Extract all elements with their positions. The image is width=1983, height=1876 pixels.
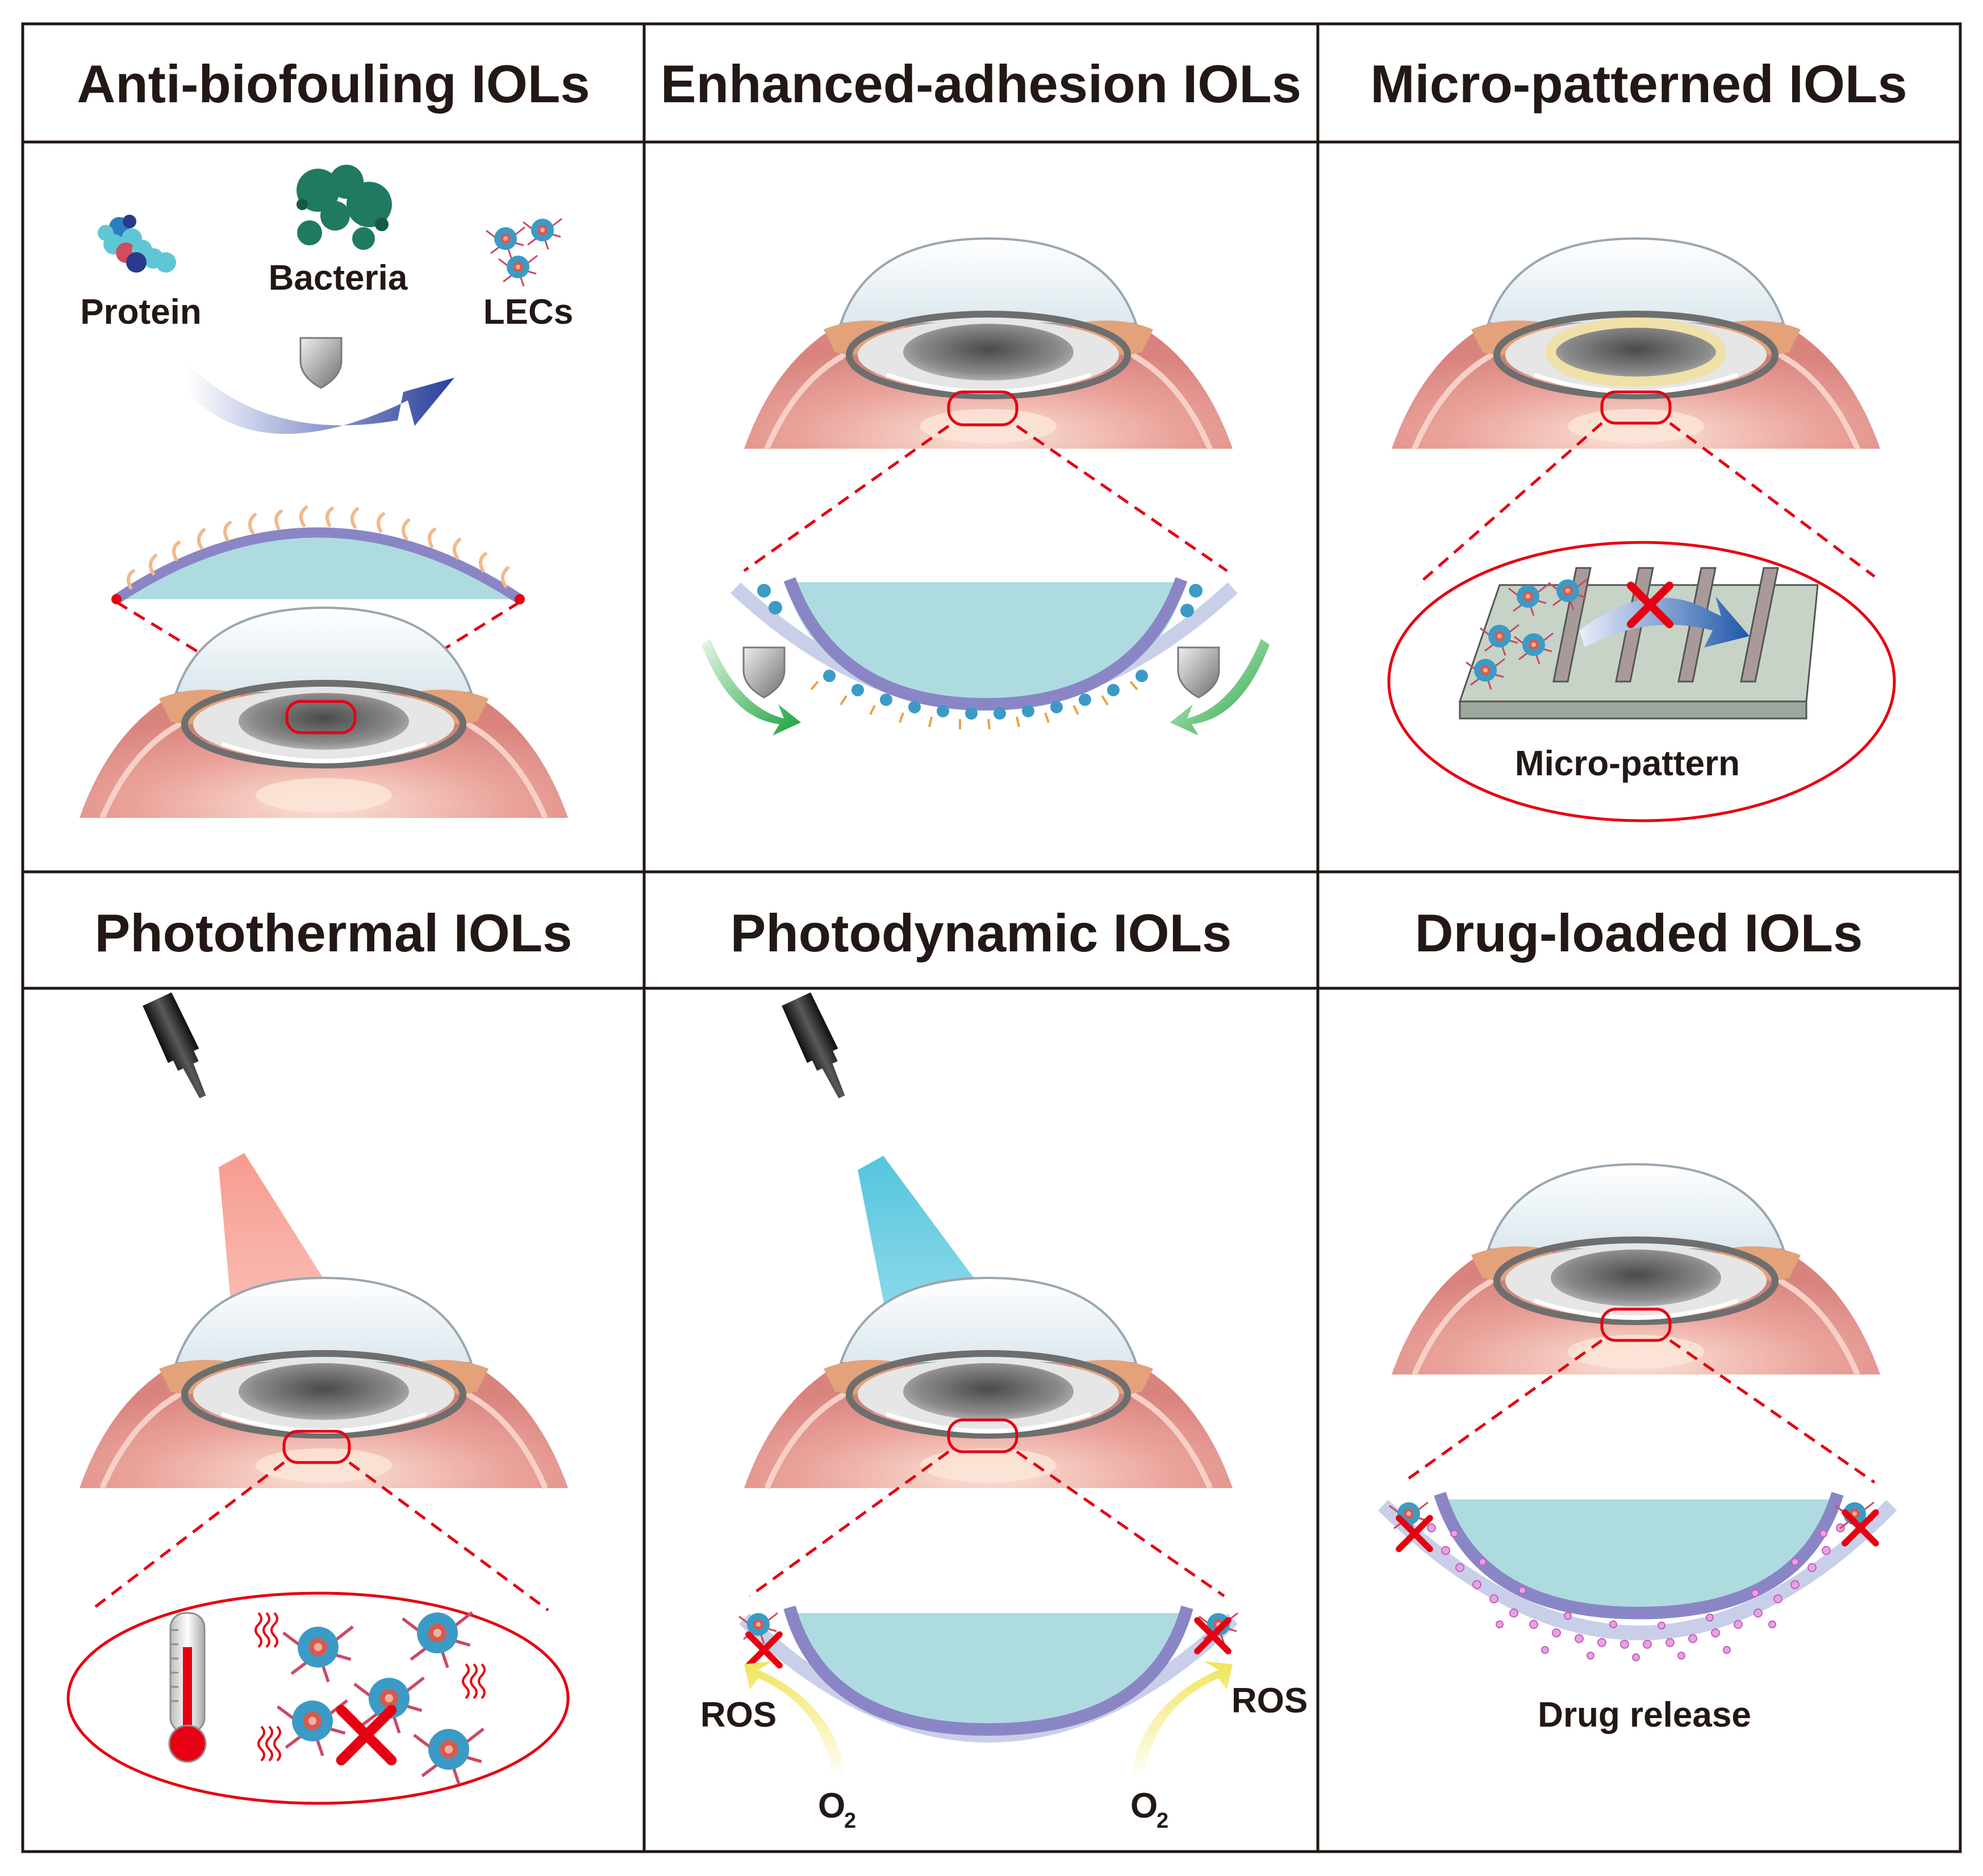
eye-cross-section-icon: [1392, 239, 1880, 449]
ros-label-right: ROS: [1231, 1681, 1308, 1720]
panel-anti-biofouling: Protein Bacteria LECs: [80, 165, 573, 818]
zoom-region-marker: [1600, 1307, 1672, 1342]
micro-pattern-label: Micro-pattern: [1515, 744, 1740, 783]
zoom-line-left: [743, 424, 950, 573]
eye-cross-section-icon: [1392, 1164, 1880, 1374]
ros-arrow-right: [1130, 1661, 1233, 1778]
laser-probe-icon: [780, 992, 858, 1104]
laser-probe-icon: [141, 992, 219, 1104]
drug-release-label: Drug release: [1538, 1695, 1751, 1735]
zoom-ellipse: [1387, 541, 1896, 822]
lec-cell-icon: [278, 1612, 483, 1784]
bacteria-icon: [297, 165, 392, 250]
o2-label-left: O 2: [818, 1786, 856, 1833]
coated-lens: [111, 505, 525, 604]
bacteria-label: Bacteria: [269, 258, 408, 298]
zoom-region-marker: [1600, 390, 1672, 425]
protein-icon: [98, 215, 176, 273]
zoom-line-right: [1669, 1339, 1876, 1484]
svg-text:O: O: [818, 1786, 845, 1825]
svg-text:O: O: [1130, 1786, 1158, 1825]
panel-photothermal: [66, 992, 570, 1805]
ros-arrow-left: [744, 1661, 846, 1778]
panel-title-anti-biofouling: Anti-biofouling IOLs: [77, 54, 590, 114]
heat-wave-icon: [257, 1725, 281, 1762]
repel-arrow: [187, 363, 454, 434]
protein-label: Protein: [80, 293, 202, 332]
eye-cross-section-icon: [744, 239, 1233, 449]
panel-enhanced-adhesion: [702, 239, 1270, 736]
panel-micro-patterned: Micro-pattern: [1387, 239, 1896, 822]
lecs-label: LECs: [483, 293, 573, 332]
zoom-region-marker: [947, 1418, 1018, 1453]
lec-cell-icon: [485, 218, 563, 287]
zoom-region-marker: [947, 390, 1018, 427]
eye-cross-section-icon: [744, 1278, 1233, 1488]
panel-title-enhanced-adhesion: Enhanced-adhesion IOLs: [661, 54, 1301, 114]
photodynamic-lens: [739, 1606, 1238, 1743]
zoom-region-marker: [282, 1430, 351, 1464]
panel-grid: [21, 22, 1962, 1853]
o2-label-right: O 2: [1130, 1786, 1168, 1833]
panel-title-photodynamic: Photodynamic IOLs: [730, 903, 1232, 963]
eye-cross-section-icon: [80, 1278, 568, 1488]
zoom-line-right: [1016, 1450, 1225, 1598]
adhered-lens: [730, 577, 1238, 730]
svg-text:2: 2: [844, 1809, 856, 1833]
drug-particles: [1427, 1523, 1845, 1661]
zoom-line-left: [749, 1450, 950, 1598]
panel-photodynamic: ROS ROS O 2 O 2: [700, 992, 1308, 1833]
panel-title-photothermal: Photothermal IOLs: [95, 903, 573, 963]
shield-icon: [742, 646, 786, 699]
no-mark-icon: [341, 1710, 391, 1760]
heat-wave-icon: [254, 1612, 278, 1648]
zoom-line-right: [354, 600, 521, 706]
thermometer-icon: [168, 1612, 207, 1763]
eye-cross-section-icon: [80, 608, 568, 818]
ros-label-left: ROS: [700, 1695, 776, 1735]
green-arrow-right: [1170, 639, 1270, 736]
zoom-line-right: [1016, 424, 1228, 573]
zoom-line-left: [1416, 422, 1603, 586]
heat-wave-icon: [462, 1663, 486, 1699]
panel-drug-loaded: Drug release: [1377, 1164, 1897, 1735]
zoom-line-right: [348, 1461, 549, 1612]
panel-title-drug-loaded: Drug-loaded IOLs: [1415, 903, 1863, 963]
zoom-line-left: [115, 600, 285, 706]
drug-loaded-lens: [1377, 1491, 1897, 1661]
svg-text:2: 2: [1157, 1809, 1168, 1833]
zoom-line-right: [1669, 422, 1876, 578]
zoom-region-marker: [285, 700, 357, 734]
ring-pattern: [1546, 317, 1726, 387]
panel-title-micro-patterned: Micro-patterned IOLs: [1370, 54, 1907, 114]
green-arrow-left: [702, 639, 801, 736]
zoom-ellipse: [66, 1591, 570, 1805]
shield-icon: [1177, 646, 1220, 699]
shield-icon: [299, 337, 343, 389]
